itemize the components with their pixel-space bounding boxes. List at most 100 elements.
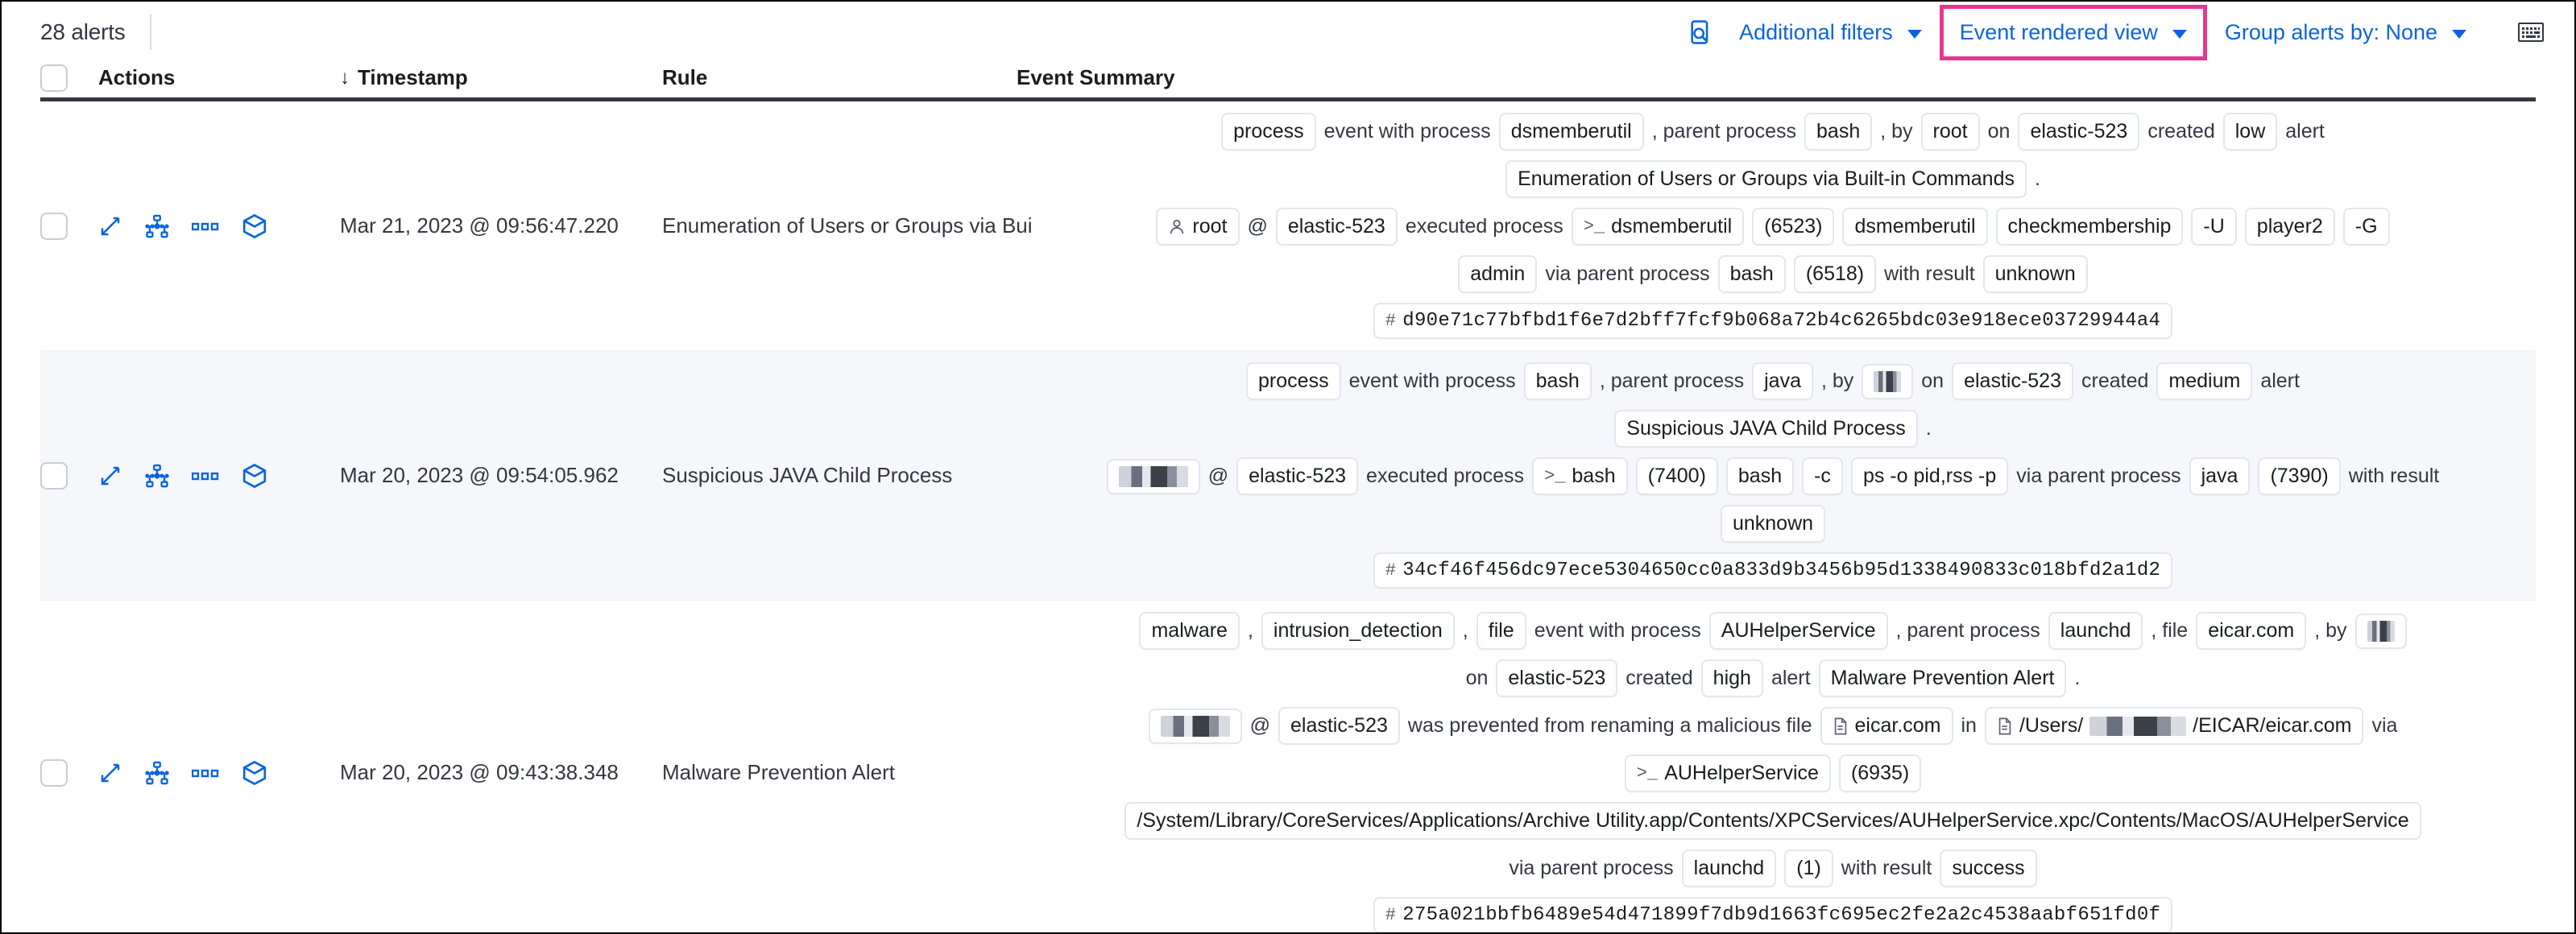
summary-chip[interactable]: unknown — [1720, 505, 1826, 543]
expand-icon[interactable] — [98, 761, 122, 785]
summary-text: event with process — [1534, 619, 1701, 642]
summary-chip-label: ps -o pid,rss -p — [1862, 465, 1997, 487]
summary-chip[interactable]: elastic-523 — [2018, 113, 2140, 151]
summary-chip[interactable]: elastic-523 — [1496, 659, 1618, 697]
summary-chip[interactable]: Malware Prevention Alert — [1818, 659, 2067, 697]
summary-chip[interactable]: eicar.com — [2196, 612, 2307, 650]
keyboard-icon[interactable] — [2507, 16, 2555, 48]
summary-chip[interactable]: bash — [1523, 362, 1592, 400]
summary-chip[interactable]: dsmemberutil — [1498, 113, 1644, 151]
select-all-checkbox[interactable] — [40, 64, 68, 92]
summary-chip[interactable]: low — [2222, 113, 2278, 151]
column-header-event-summary[interactable]: Event Summary — [1017, 65, 2536, 90]
more-actions-icon[interactable] — [192, 469, 219, 482]
summary-chip[interactable]: elastic-523 — [1236, 457, 1359, 495]
summary-chip[interactable]: #275a021bbfb6489e54d471899f7db9d1663fc69… — [1373, 897, 2173, 932]
expand-icon[interactable] — [98, 464, 122, 488]
summary-chip[interactable]: /Users//EICAR/eicar.com — [1984, 707, 2364, 745]
summary-chip-label: elastic-523 — [1290, 714, 1388, 737]
summary-chip[interactable]: bash — [1725, 457, 1795, 495]
summary-chip[interactable]: elastic-523 — [1952, 362, 2073, 400]
summary-chip[interactable]: root — [1920, 113, 1980, 151]
expand-icon[interactable] — [98, 214, 122, 238]
summary-chip[interactable]: AUHelperService — [1708, 612, 1888, 650]
session-view-icon[interactable] — [145, 761, 169, 785]
summary-chip[interactable]: java — [2189, 457, 2251, 495]
summary-chip-label: elastic-523 — [1249, 465, 1347, 487]
summary-text: on — [1987, 120, 2011, 143]
summary-chip[interactable]: (6523) — [1752, 208, 1835, 246]
summary-chip[interactable]: -c — [1802, 457, 1843, 495]
summary-chip[interactable]: bash — [1717, 255, 1786, 293]
column-header-rule[interactable]: Rule — [662, 65, 1017, 90]
summary-chip[interactable] — [1106, 458, 1200, 494]
event-summary-line: #d90e71c77bfbd1f6e7d2bff7fcf9b068a72b4c6… — [1017, 303, 2529, 339]
summary-chip[interactable]: (7390) — [2258, 457, 2341, 495]
summary-chip[interactable]: medium — [2156, 362, 2253, 400]
summary-chip[interactable]: >_dsmemberutil — [1571, 208, 1745, 246]
summary-chip[interactable]: (6518) — [1793, 255, 1877, 293]
summary-chip[interactable]: #34cf46f456dc97ece5304650cc0a833d9b3456b… — [1373, 552, 2173, 589]
additional-filters-button[interactable]: Additional filters — [1726, 12, 1935, 53]
summary-chip[interactable]: process — [1221, 113, 1316, 151]
row-select-checkbox[interactable] — [40, 758, 68, 787]
summary-chip[interactable]: elastic-523 — [1278, 707, 1400, 745]
summary-chip[interactable]: ps -o pid,rss -p — [1850, 457, 2009, 495]
summary-chip[interactable]: root — [1156, 208, 1240, 246]
summary-chip[interactable]: Enumeration of Users or Groups via Built… — [1505, 160, 2027, 198]
summary-chip[interactable]: malware — [1139, 612, 1240, 650]
summary-chip-label: bash — [1729, 262, 1774, 285]
session-view-icon[interactable] — [145, 464, 169, 488]
table-header-row: Actions ↓ Timestamp Rule Event Summary — [40, 63, 2536, 101]
summary-chip[interactable]: elastic-523 — [1275, 208, 1398, 246]
inspect-search-icon[interactable] — [1676, 12, 1726, 52]
summary-chip[interactable]: -G — [2342, 208, 2390, 246]
analyzer-cube-icon[interactable] — [242, 760, 267, 786]
more-actions-icon[interactable] — [192, 220, 219, 233]
column-header-actions[interactable]: Actions — [98, 65, 340, 90]
summary-chip[interactable]: high — [1700, 659, 1763, 697]
summary-chip[interactable]: (1) — [1784, 849, 1833, 887]
summary-chip[interactable]: process — [1246, 362, 1341, 400]
summary-chip[interactable]: (6935) — [1838, 754, 1922, 792]
summary-chip[interactable]: checkmembership — [1995, 208, 2184, 246]
summary-chip[interactable]: file — [1476, 612, 1526, 650]
column-header-timestamp[interactable]: ↓ Timestamp — [340, 65, 662, 90]
summary-chip[interactable]: intrusion_detection — [1261, 612, 1455, 650]
session-view-icon[interactable] — [145, 214, 169, 238]
more-actions-icon[interactable] — [192, 767, 219, 779]
summary-chip[interactable]: player2 — [2244, 208, 2335, 246]
summary-chip[interactable]: admin — [1458, 255, 1538, 293]
summary-chip[interactable] — [2354, 613, 2407, 649]
analyzer-cube-icon[interactable] — [242, 463, 267, 489]
summary-chip[interactable]: /System/Library/CoreServices/Application… — [1124, 802, 2421, 840]
summary-chip[interactable]: -U — [2191, 208, 2237, 246]
summary-chip[interactable]: java — [1752, 362, 1813, 400]
summary-chip[interactable] — [1862, 363, 1914, 399]
summary-chip[interactable]: success — [1940, 849, 2037, 887]
summary-chip-label: low — [2234, 120, 2266, 143]
summary-chip[interactable] — [1148, 708, 1242, 744]
summary-chip[interactable]: unknown — [1982, 255, 2088, 293]
event-rendered-view-button[interactable]: Event rendered view — [1955, 20, 2192, 45]
summary-chip[interactable]: Suspicious JAVA Child Process — [1614, 410, 1918, 448]
summary-chip[interactable]: >_bash — [1532, 457, 1628, 495]
event-summary-line: #34cf46f456dc97ece5304650cc0a833d9b3456b… — [1017, 552, 2529, 589]
group-alerts-by-button[interactable]: Group alerts by: None — [2212, 12, 2479, 53]
row-select-checkbox[interactable] — [40, 461, 68, 490]
row-select-checkbox[interactable] — [40, 212, 68, 240]
summary-chip[interactable]: launchd — [2048, 612, 2143, 650]
summary-chip[interactable]: dsmemberutil — [1842, 208, 1988, 246]
summary-chip[interactable]: >_AUHelperService — [1624, 754, 1831, 792]
summary-chip[interactable]: eicar.com — [1820, 707, 1953, 745]
summary-chip[interactable]: (7400) — [1635, 457, 1718, 495]
summary-chip[interactable]: #d90e71c77bfbd1f6e7d2bff7fcf9b068a72b4c6… — [1373, 303, 2173, 339]
summary-chip[interactable]: bash — [1804, 113, 1873, 151]
analyzer-cube-icon[interactable] — [242, 213, 267, 239]
summary-chip[interactable]: launchd — [1681, 849, 1777, 887]
